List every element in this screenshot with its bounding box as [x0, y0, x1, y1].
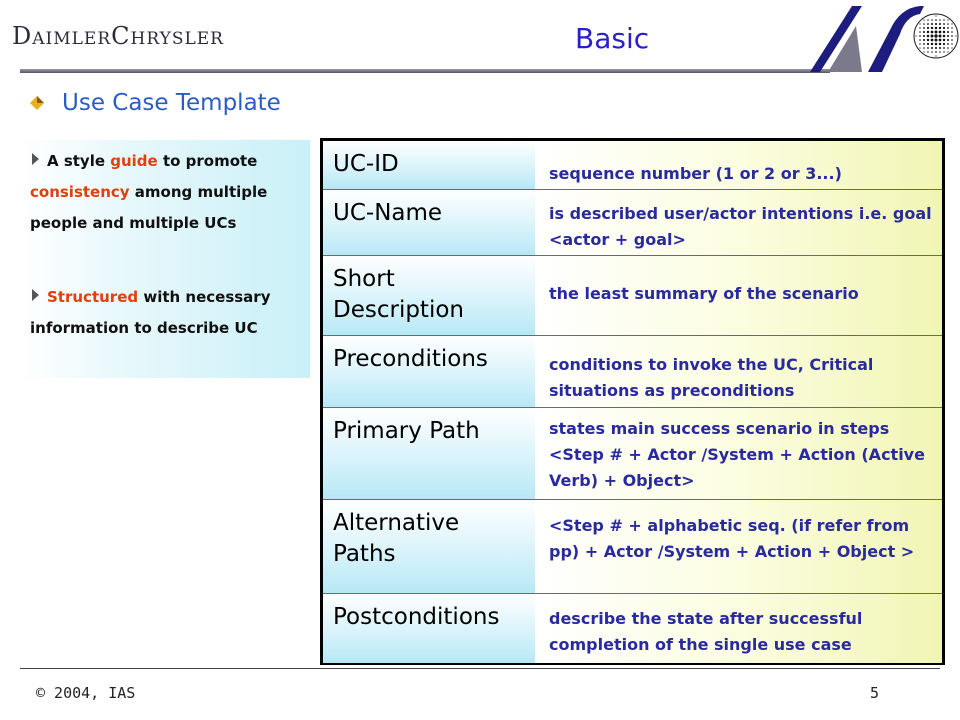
slide-subtitle: Use Case Template [62, 90, 281, 116]
sidebar-item: A style guide to promote consistency amo… [30, 146, 302, 239]
body-text: A style [47, 152, 111, 170]
table-row: Preconditions conditions to invoke the U… [323, 335, 942, 408]
row-value: describe the state after successful comp… [535, 594, 942, 663]
logo-text: DaimlerChrysler [12, 22, 224, 50]
sidebar-note: A style guide to promote consistency amo… [20, 140, 310, 378]
body-text: among multiple people and multiple UCs [30, 183, 268, 232]
table-row: Short Description the least summary of t… [323, 255, 942, 336]
copyright-text: © 2004, IAS [36, 684, 136, 702]
row-value: the least summary of the scenario [535, 256, 942, 336]
row-label: Short Description [323, 256, 535, 336]
ias-logo [810, 6, 959, 72]
table-row: Primary Path states main success scenari… [323, 407, 942, 500]
row-value: conditions to invoke the UC, Critical si… [535, 336, 942, 408]
row-label: Alternative Paths [323, 500, 535, 594]
footer-divider [20, 668, 940, 669]
row-value: is described user/actor intentions i.e. … [535, 190, 942, 256]
diamond-bullet-icon [30, 96, 44, 110]
triangle-bullet-icon [32, 289, 39, 301]
row-value: states main success scenario in steps <S… [535, 408, 942, 500]
accent-text: Structured [47, 288, 139, 306]
row-label: Primary Path [323, 408, 535, 500]
table-row: Postconditions describe the state after … [323, 593, 942, 663]
sidebar-item: Structured with necessary information to… [30, 282, 302, 344]
slide-title: Basic [575, 22, 650, 55]
triangle-bullet-icon [32, 153, 39, 165]
table-row: UC-ID sequence number (1 or 2 or 3...) [323, 141, 942, 189]
row-label: Postconditions [323, 594, 535, 663]
use-case-template-table: UC-ID sequence number (1 or 2 or 3...) U… [320, 138, 945, 665]
table-row: Alternative Paths <Step # + alphabetic s… [323, 499, 942, 594]
row-label: Preconditions [323, 336, 535, 408]
header-divider [20, 69, 830, 73]
body-text: with necessary information to describe U… [30, 288, 271, 337]
page-number: 5 [870, 684, 880, 702]
table-row: UC-Name is described user/actor intentio… [323, 189, 942, 256]
row-value: sequence number (1 or 2 or 3...) [535, 141, 942, 189]
body-text: to promote [157, 152, 258, 170]
row-value: <Step # + alphabetic seq. (if refer from… [535, 500, 942, 594]
accent-text: guide [110, 152, 158, 170]
daimlerchrysler-logo: DaimlerChrysler [12, 22, 224, 50]
row-label: UC-Name [323, 190, 535, 256]
accent-text: consistency [30, 183, 130, 201]
row-label: UC-ID [323, 141, 535, 189]
